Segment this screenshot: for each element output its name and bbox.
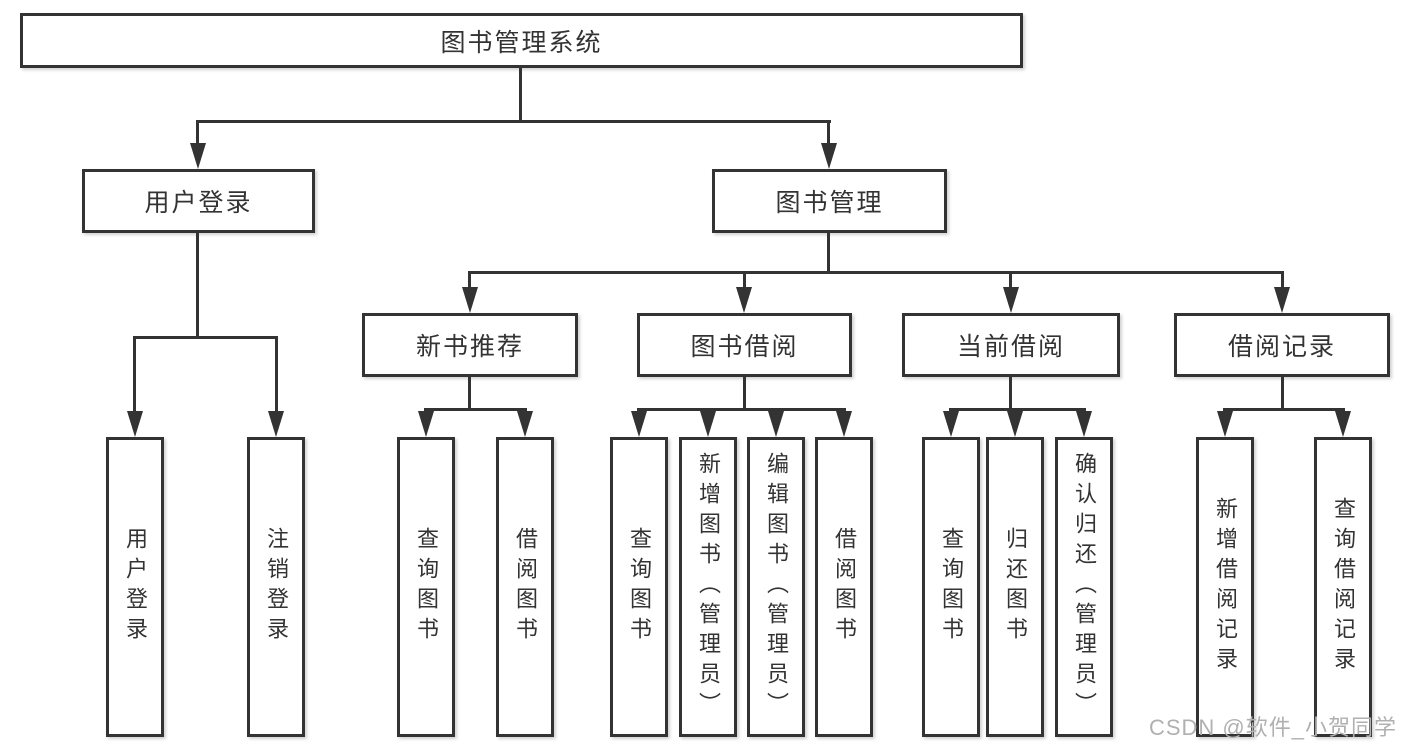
- connector-bookmgmt-stub-4: [1281, 271, 1284, 291]
- connector-borrowrecords-vline: [1281, 377, 1284, 410]
- arrow-to-leaf-query-books-2: [631, 411, 647, 437]
- connector-root-vline: [519, 68, 522, 122]
- leaf-confirm-return-admin: 确认归还（管理员）: [1055, 437, 1113, 737]
- connector-borrowrecords-hline: [1223, 408, 1345, 411]
- leaf-user-login: 用户登录: [106, 437, 164, 737]
- leaf-add-books-admin-label: 新增图书（管理员）: [696, 452, 721, 722]
- connector-bookborrow-vline: [743, 377, 746, 410]
- connector-newbook-hline: [424, 408, 527, 411]
- node-new-book-recommend-label: 新书推荐: [415, 333, 524, 361]
- node-current-borrowing-label: 当前借阅: [956, 333, 1065, 361]
- arrow-to-leaf-return-books: [1007, 411, 1023, 437]
- leaf-logout-label: 注销登录: [264, 527, 289, 647]
- node-current-borrowing: 当前借阅: [902, 313, 1120, 377]
- node-user-login: 用户登录: [82, 169, 315, 233]
- arrow-to-leaf-logout: [268, 411, 284, 437]
- leaf-user-login-label: 用户登录: [123, 527, 148, 647]
- connector-bookborrow-hline: [637, 408, 846, 411]
- leaf-query-books-2-label: 查询图书: [627, 527, 652, 647]
- arrow-to-leaf-query-books-1: [418, 411, 434, 437]
- arrow-to-leaf-add-borrow-record: [1217, 411, 1233, 437]
- connector-currentborrow-vline: [1009, 377, 1012, 410]
- node-user-login-label: 用户登录: [144, 189, 253, 217]
- arrow-to-leaf-query-books-3: [943, 411, 959, 437]
- connector-userlogin-vline: [196, 233, 199, 338]
- leaf-add-borrow-record: 新增借阅记录: [1196, 437, 1254, 737]
- leaf-borrow-books-2: 借阅图书: [815, 437, 873, 737]
- arrow-to-book-management: [821, 143, 837, 169]
- leaf-borrow-books-1: 借阅图书: [496, 437, 554, 737]
- connector-userlogin-hline: [133, 336, 278, 339]
- arrow-to-user-login: [190, 143, 206, 169]
- leaf-query-books-3: 查询图书: [922, 437, 980, 737]
- leaf-add-borrow-record-label: 新增借阅记录: [1213, 497, 1238, 677]
- connector-newbook-vline: [468, 377, 471, 410]
- connector-bookmgmt-stub-1: [468, 271, 471, 291]
- connector-root-stub-left: [196, 120, 199, 150]
- arrow-to-leaf-user-login: [127, 411, 143, 437]
- leaf-edit-books-admin: 编辑图书（管理员）: [747, 437, 805, 737]
- node-root-system: 图书管理系统: [20, 13, 1023, 68]
- leaf-query-books-3-label: 查询图书: [939, 527, 964, 647]
- node-book-borrowing-label: 图书借阅: [690, 333, 799, 361]
- node-book-borrowing: 图书借阅: [637, 313, 852, 377]
- leaf-return-books: 归还图书: [986, 437, 1044, 737]
- connector-currentborrow-hline: [949, 408, 1086, 411]
- connector-bookmgmt-stub-3: [1009, 271, 1012, 291]
- node-root-label: 图书管理系统: [440, 28, 603, 57]
- arrow-to-leaf-borrow-books-2: [836, 411, 852, 437]
- leaf-return-books-label: 归还图书: [1003, 527, 1028, 647]
- arrow-to-current-borrowing: [1003, 287, 1019, 313]
- arrow-to-leaf-query-borrow-record: [1335, 411, 1351, 437]
- connector-root-hline: [196, 120, 831, 123]
- leaf-add-books-admin: 新增图书（管理员）: [679, 437, 737, 737]
- arrow-to-book-borrowing: [736, 287, 752, 313]
- csdn-watermark: CSDN @软件_小贺同学: [1148, 715, 1397, 740]
- connector-bookmgmt-hline: [468, 271, 1284, 274]
- arrow-to-leaf-borrow-books-1: [517, 411, 533, 437]
- node-book-management: 图书管理: [712, 169, 947, 233]
- node-new-book-recommend: 新书推荐: [362, 313, 578, 377]
- arrow-to-leaf-confirm-return: [1076, 411, 1092, 437]
- leaf-query-books-1: 查询图书: [397, 437, 455, 737]
- leaf-query-borrow-record: 查询借阅记录: [1314, 437, 1372, 737]
- arrow-to-borrowing-records: [1274, 287, 1290, 313]
- connector-userlogin-stub-right: [275, 336, 278, 414]
- connector-userlogin-stub-left: [133, 336, 136, 414]
- leaf-query-borrow-record-label: 查询借阅记录: [1331, 497, 1356, 677]
- node-book-management-label: 图书管理: [775, 189, 884, 217]
- connector-bookmgmt-stub-2: [743, 271, 746, 291]
- leaf-confirm-return-admin-label: 确认归还（管理员）: [1072, 452, 1097, 722]
- node-borrowing-records: 借阅记录: [1174, 313, 1390, 377]
- leaf-query-books-2: 查询图书: [610, 437, 668, 737]
- leaf-borrow-books-2-label: 借阅图书: [832, 527, 857, 647]
- connector-root-stub-right: [827, 120, 830, 150]
- leaf-logout: 注销登录: [247, 437, 305, 737]
- arrow-to-leaf-edit-books: [768, 411, 784, 437]
- arrow-to-leaf-add-books: [700, 411, 716, 437]
- leaf-query-books-1-label: 查询图书: [414, 527, 439, 647]
- leaf-edit-books-admin-label: 编辑图书（管理员）: [764, 452, 789, 722]
- node-borrowing-records-label: 借阅记录: [1227, 333, 1336, 361]
- connector-bookmgmt-vline: [827, 232, 830, 274]
- leaf-borrow-books-1-label: 借阅图书: [513, 527, 538, 647]
- arrow-to-new-book-recommend: [462, 287, 478, 313]
